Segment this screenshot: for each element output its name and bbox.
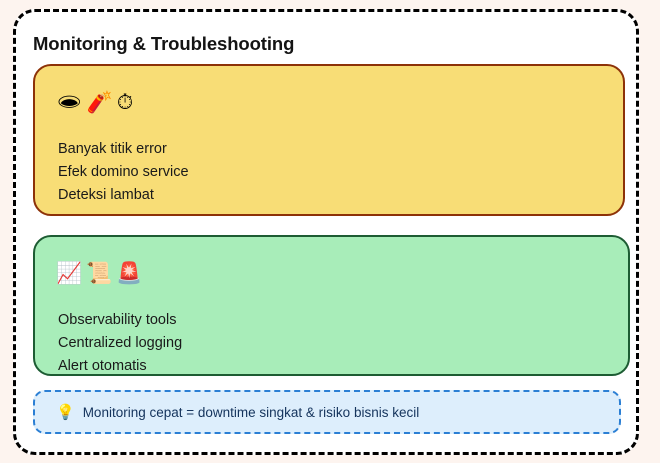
scroll-icon: 📜 [86,261,117,285]
list-item: Efek domino service [58,164,189,180]
hole-icon: 🕳 [56,90,87,114]
solutions-icon-row: 📈📜🚨 [56,263,146,284]
list-item: Observability tools [58,312,177,328]
list-item: Centralized logging [58,335,183,351]
problems-list: Banyak titik error Efek domino service D… [58,138,613,207]
takeaway-note-text: Monitoring cepat = downtime singkat & ri… [82,404,420,420]
rotating-light-icon: 🚨 [116,261,147,285]
problems-icon-row: 🕳🧨⏱ [56,92,137,113]
page-title: Monitoring & Troubleshooting [33,33,295,54]
content-card: Monitoring & Troubleshooting 🕳🧨⏱ Banyak … [13,9,639,455]
solutions-panel: 📈📜🚨 Observability tools Centralized logg… [33,235,630,376]
takeaway-note: 💡 Monitoring cepat = downtime singkat & … [33,390,621,434]
solutions-list: Observability tools Centralized logging … [58,309,618,378]
takeaway-note-inner: 💡 Monitoring cepat = downtime singkat & … [56,392,419,432]
lightbulb-icon: 💡 [56,402,75,421]
list-item: Deteksi lambat [58,187,154,203]
problems-panel: 🕳🧨⏱ Banyak titik error Efek domino servi… [33,64,625,216]
list-item: Banyak titik error [58,141,167,157]
stopwatch-icon: ⏱ [116,90,138,114]
firecracker-icon: 🧨 [86,90,117,114]
chart-increasing-icon: 📈 [56,261,87,285]
list-item: Alert otomatis [58,358,147,374]
